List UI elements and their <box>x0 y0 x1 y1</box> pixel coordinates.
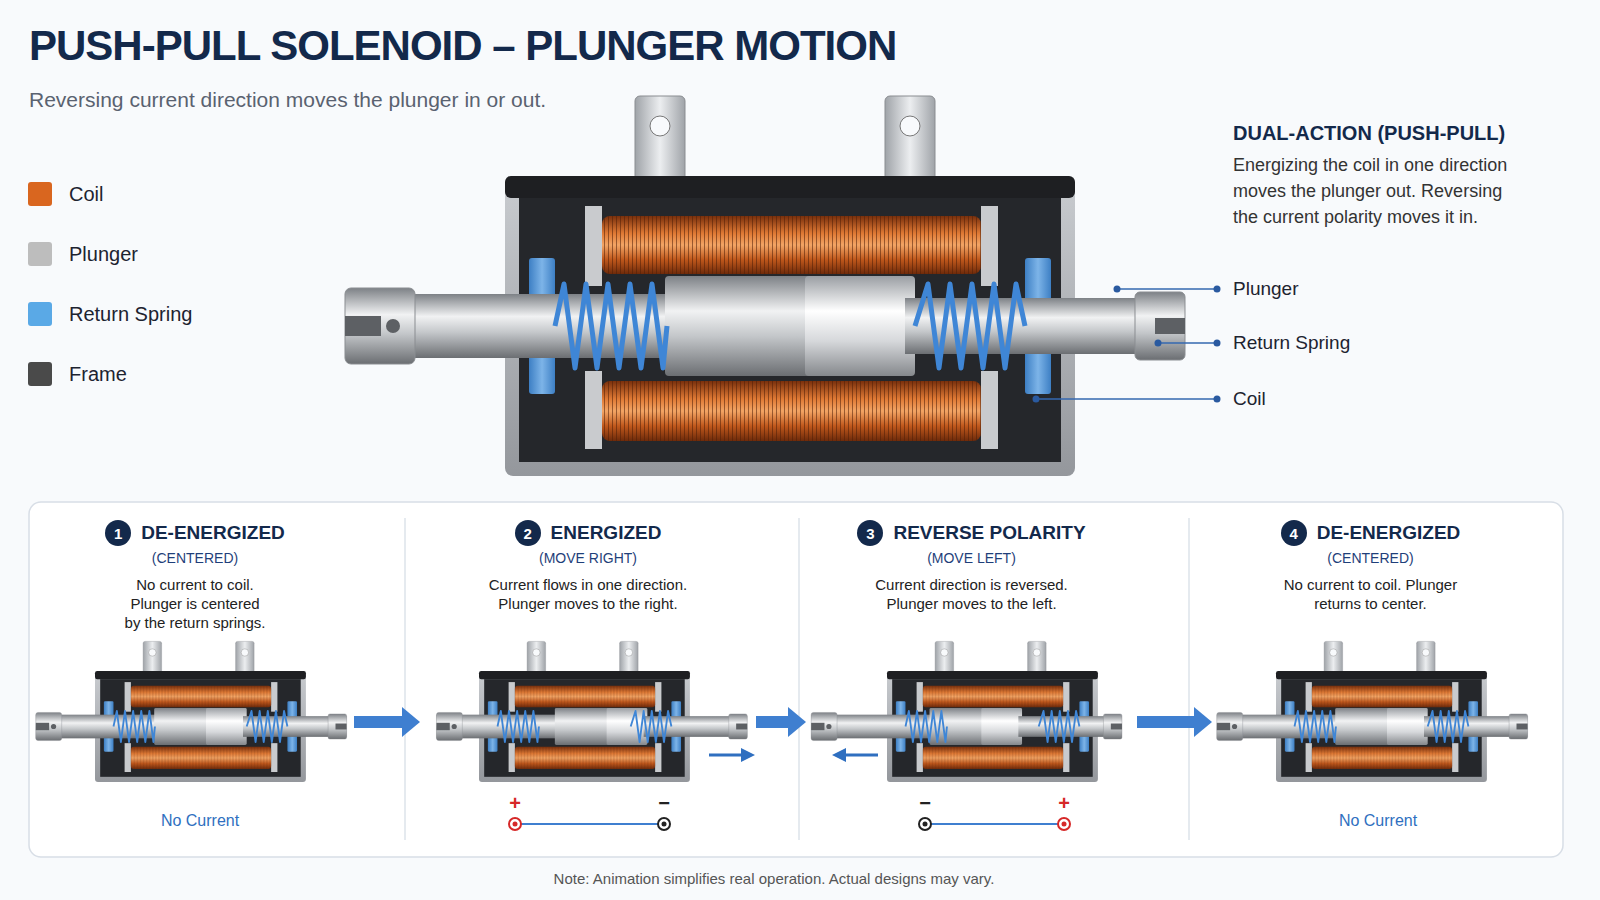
legend-swatch <box>28 362 52 386</box>
step-solenoid <box>811 641 1122 782</box>
callout-number: 3 <box>866 525 874 542</box>
step-number-badge: 2 <box>515 520 541 546</box>
callout-label: Coil <box>1233 388 1266 410</box>
step-number-badge: 4 <box>1281 520 1307 546</box>
step-dividers <box>405 518 1189 840</box>
flow-arrow <box>756 707 806 737</box>
step-subheading: (MOVE RIGHT) <box>539 550 637 566</box>
step-header: 4 DE-ENERGIZED <box>1281 520 1461 546</box>
step-header: 3 REVERSE POLARITY <box>857 520 1085 546</box>
leader-lines <box>1033 286 1221 403</box>
step-subheading: (MOVE LEFT) <box>927 550 1016 566</box>
arrow-head <box>402 707 420 737</box>
polarity-sign: + <box>509 792 521 815</box>
legend-text: Coil <box>69 183 103 206</box>
callout-label: Return Spring <box>1233 332 1350 354</box>
arrow-shaft <box>756 716 790 728</box>
arrow-shaft <box>1137 716 1196 728</box>
legend-row: Coil <box>28 182 103 206</box>
step-header: 2 ENERGIZED <box>515 520 662 546</box>
step-description: Current direction is reversed. Plunger m… <box>857 575 1087 613</box>
step-description: Current flows in one direction. Plunger … <box>473 575 703 613</box>
steps-panel <box>29 502 1563 857</box>
step-heading: REVERSE POLARITY <box>893 522 1085 544</box>
legend-text: Return Spring <box>69 303 192 326</box>
main-solenoid <box>345 96 1185 476</box>
footnote: Note: Animation simplifies real operatio… <box>554 870 995 887</box>
polarity-sign: + <box>1058 792 1070 815</box>
step-panel: 4 DE-ENERGIZED (CENTERED) No current to coi… <box>1212 512 1529 792</box>
side-heading: DUAL-ACTION (PUSH-PULL) <box>1233 122 1505 145</box>
diagram-title: PUSH-PULL SOLENOID – PLUNGER MOTION <box>29 22 896 70</box>
step-description: No current to coil. Plunger is centered … <box>123 575 268 632</box>
current-state: No Current <box>161 812 239 830</box>
polarity-sign: − <box>658 792 670 815</box>
callout-number: 2 <box>523 525 531 542</box>
arrow-head <box>1194 707 1212 737</box>
callout-number: 1 <box>114 525 122 542</box>
step-number-badge: 1 <box>105 520 131 546</box>
callout-number: 4 <box>1290 525 1298 542</box>
step-solenoid <box>36 641 347 782</box>
step-panel: 1 DE-ENERGIZED (CENTERED) No current to coi… <box>36 512 354 792</box>
legend-row: Return Spring <box>28 302 192 326</box>
flow-arrow <box>1137 707 1212 737</box>
arrow-head <box>788 707 806 737</box>
legend-row: Frame <box>28 362 127 386</box>
step-number-badge: 3 <box>857 520 883 546</box>
step-panel: 2 ENERGIZED (MOVE RIGHT) Current flows in o… <box>420 512 756 792</box>
step-header: 1 DE-ENERGIZED <box>105 520 285 546</box>
step-heading: ENERGIZED <box>551 522 662 544</box>
legend-swatch <box>28 242 52 266</box>
legend-text: Frame <box>69 363 127 386</box>
polarity-sign: − <box>919 792 931 815</box>
legend-swatch <box>28 302 52 326</box>
legend-swatch <box>28 182 52 206</box>
motion-arrow <box>709 748 878 762</box>
step-description: No current to coil. Plunger returns to c… <box>1271 575 1471 613</box>
side-description: Energizing the coil in one direction mov… <box>1233 152 1523 230</box>
step-subheading: (CENTERED) <box>152 550 238 566</box>
step-heading: DE-ENERGIZED <box>141 522 285 544</box>
polarity-wire <box>509 818 1070 830</box>
legend-row: Plunger <box>28 242 138 266</box>
step-solenoid <box>436 641 747 782</box>
step-subheading: (CENTERED) <box>1327 550 1413 566</box>
legend-text: Plunger <box>69 243 138 266</box>
flow-arrow <box>354 707 420 737</box>
diagram-caption: Reversing current direction moves the pl… <box>29 88 546 112</box>
current-state: No Current <box>1339 812 1417 830</box>
callout-label: Plunger <box>1233 278 1299 300</box>
step-heading: DE-ENERGIZED <box>1317 522 1461 544</box>
step-solenoid <box>1217 641 1528 782</box>
arrow-shaft <box>354 716 404 728</box>
step-panel: 3 REVERSE POLARITY (MOVE LEFT) Current dire… <box>806 512 1137 792</box>
